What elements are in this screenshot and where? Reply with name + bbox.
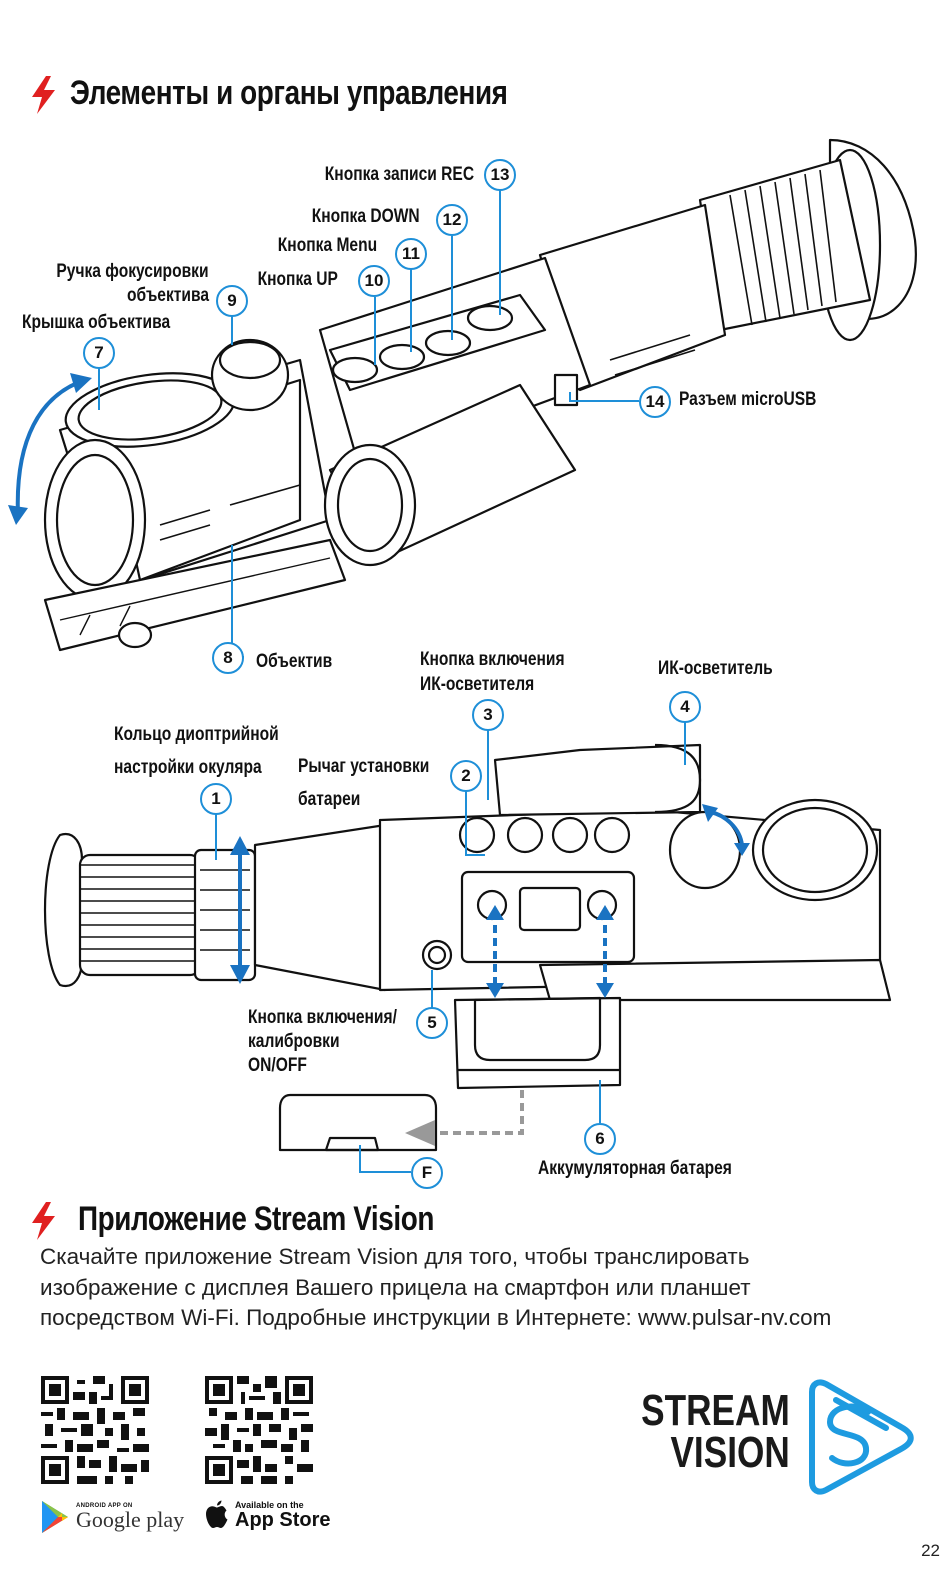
scope-diagram-top bbox=[8, 138, 917, 658]
callout-F: F bbox=[411, 1157, 443, 1189]
callout-4: 4 bbox=[669, 691, 701, 723]
google-play-icon bbox=[42, 1501, 68, 1533]
google-play-badge[interactable]: ANDROID APP ON Google play bbox=[40, 1500, 184, 1534]
stream-vision-wordmark: STREAM VISION bbox=[641, 1386, 790, 1477]
label-ir-button-line1: Кнопка включения bbox=[420, 649, 565, 670]
callout-8: 8 bbox=[212, 642, 244, 674]
lightning-bolt-icon bbox=[32, 1202, 55, 1240]
label-power-button-line3: ON/OFF bbox=[248, 1055, 307, 1076]
rotate-arrow-icon bbox=[15, 378, 86, 516]
callout-7: 7 bbox=[83, 337, 115, 369]
google-play-name: Google play bbox=[76, 1507, 185, 1532]
callout-9: 9 bbox=[216, 285, 248, 317]
label-focus-knob-line1: Ручка фокусировки bbox=[56, 261, 209, 282]
label-menu-button: Кнопка Menu bbox=[277, 235, 377, 256]
callout-5: 5 bbox=[416, 1007, 448, 1039]
callout-12: 12 bbox=[436, 204, 468, 236]
label-battery: Аккумуляторная батарея bbox=[538, 1158, 732, 1179]
apple-logo-icon bbox=[206, 1500, 228, 1528]
callout-10: 10 bbox=[358, 265, 390, 297]
label-focus-knob-line2: объектива bbox=[126, 285, 209, 306]
label-rec-button: Кнопка записи REC bbox=[324, 164, 474, 185]
callout-6: 6 bbox=[584, 1123, 616, 1155]
stream-vision-description: Скачайте приложение Stream Vision для то… bbox=[40, 1244, 832, 1330]
google-play-text: ANDROID APP ON Google play bbox=[76, 1503, 184, 1531]
label-ir-illuminator: ИК-осветитель bbox=[658, 658, 773, 679]
app-store-name: App Store bbox=[235, 1508, 331, 1531]
lightning-bolt-icon bbox=[32, 76, 55, 114]
label-battery-lever-line1: Рычаг установки bbox=[298, 756, 430, 777]
app-store-text: Available on the App Store bbox=[235, 1499, 331, 1531]
label-battery-lever-line2: батареи bbox=[298, 789, 361, 810]
label-diopter-line1: Кольцо диоптрийной bbox=[114, 724, 279, 745]
label-lens-cap: Крышка объектива bbox=[22, 312, 171, 333]
label-diopter-line2: настройки окуляра bbox=[114, 757, 262, 778]
callout-1: 1 bbox=[200, 783, 232, 815]
google-play-small: ANDROID APP ON bbox=[76, 1503, 133, 1509]
brand-line2: VISION bbox=[670, 1428, 790, 1477]
page-number: 22 bbox=[921, 1541, 940, 1560]
label-objective: Объектив bbox=[256, 651, 333, 672]
label-ir-button-line2: ИК-осветителя bbox=[420, 674, 535, 695]
section-title-controls: Элементы и органы управления bbox=[70, 74, 508, 112]
label-microusb: Разъем microUSB bbox=[679, 389, 817, 410]
callout-14: 14 bbox=[639, 386, 671, 418]
app-store-badge[interactable]: Available on the App Store bbox=[205, 1500, 331, 1530]
label-up-button: Кнопка UP bbox=[257, 269, 338, 290]
callout-11: 11 bbox=[395, 238, 427, 270]
app-store-small: Available on the bbox=[235, 1499, 304, 1510]
callout-13: 13 bbox=[484, 159, 516, 191]
qr-code-google-play bbox=[41, 1376, 149, 1484]
label-down-button: Кнопка DOWN bbox=[312, 206, 420, 227]
callout-3: 3 bbox=[472, 699, 504, 731]
qr-code-app-store bbox=[205, 1376, 313, 1484]
label-power-button-line2: калибровки bbox=[248, 1031, 340, 1052]
callout-2: 2 bbox=[450, 760, 482, 792]
label-power-button-line1: Кнопка включения/ bbox=[248, 1007, 397, 1028]
brand-line1: STREAM bbox=[641, 1386, 790, 1435]
scope-diagram-bottom bbox=[43, 721, 892, 1173]
stream-vision-logo-icon bbox=[809, 1379, 914, 1495]
section-title-stream-vision: Приложение Stream Vision bbox=[78, 1200, 434, 1238]
